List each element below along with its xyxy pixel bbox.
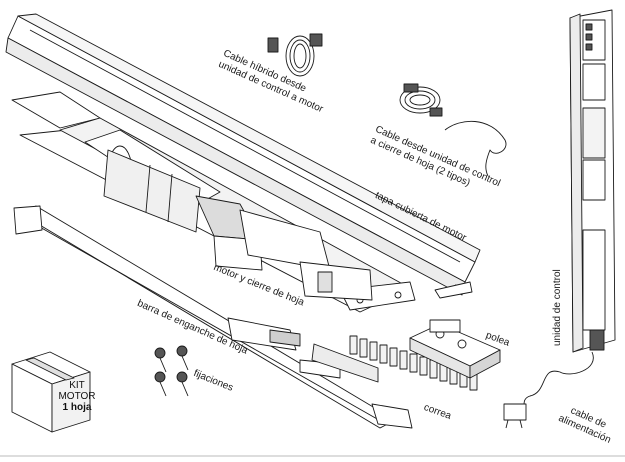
kit-line3-text: 1 hoja [62, 402, 92, 413]
pulley-part [409, 319, 501, 379]
motor-cover-part [5, 13, 481, 299]
power-cable-part [503, 351, 594, 429]
drive-bar-part [13, 205, 413, 429]
kit-line2: MOTOR [58, 391, 96, 402]
kit-box-label: KIT MOTOR 1 hoja [54, 380, 100, 413]
leaf-lock-cable-part [399, 83, 507, 177]
motor-assembly-part [84, 129, 373, 301]
label-control-unit: unidad de control [552, 269, 563, 346]
kit-line1: KIT [69, 380, 85, 391]
kit-box-graphic [11, 351, 91, 433]
kit-line3: 1 hoja [54, 402, 100, 413]
fixing-screws-part [154, 345, 189, 397]
control-unit-part [569, 9, 616, 353]
hybrid-cable-part [267, 33, 323, 77]
